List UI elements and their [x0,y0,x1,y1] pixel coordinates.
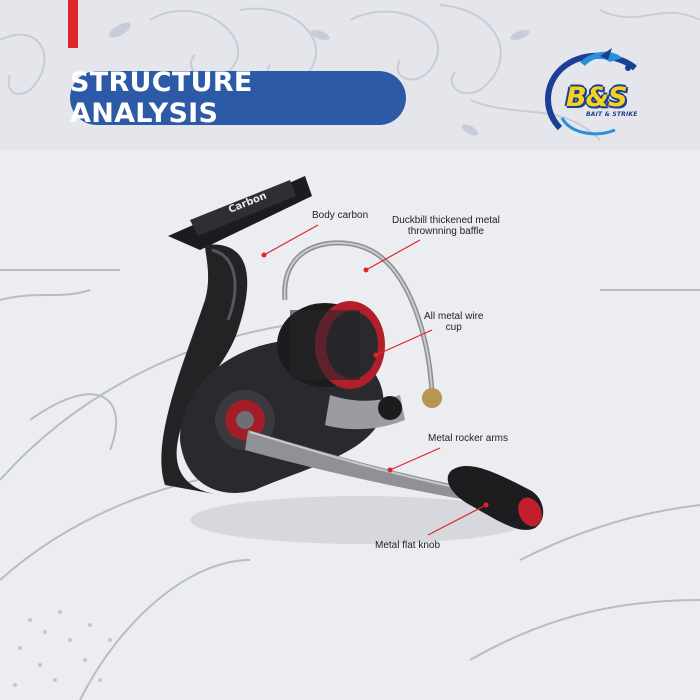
callout-dots [261,252,489,508]
callout-rocker-arms: Metal rocker arms [428,433,509,444]
callout-baffle-line1: Duckbill thickened metal [392,215,500,226]
callout-wire-cup: All metal wire cup [424,311,483,333]
callout-line-rocker [389,447,441,471]
callout-line-baffle [365,239,421,271]
accent-bar [68,0,78,48]
callout-cup-line1: All metal wire [424,311,484,322]
callout-body-carbon: Body carbon [312,210,369,221]
callout-line-cup [375,329,433,356]
logo-tagline: BAIT & STRIKE [586,111,638,118]
fish-scales [13,610,112,687]
callout-line-knob [427,504,487,536]
callout-baffle: Duckbill thickened metal thrownning baff… [392,215,500,237]
page-title: STRUCTURE ANALYSIS [70,67,406,129]
logo-fish-icon [545,48,637,136]
logo-wordmark: B&S [566,82,628,113]
callout-baffle-line2: thrownning baffle [407,226,484,237]
callout-cup-line2: cup [445,322,462,333]
fish-sketch [0,269,700,700]
reel-brand-text: Carbon [227,191,268,216]
ornament-leaves [109,22,530,136]
fishing-reel-image [161,176,544,544]
callout-line-body [263,224,319,256]
callout-flat-knob: Metal flat knob [375,540,441,551]
brand-logo: B&S BAIT & STRIKE [540,48,660,140]
